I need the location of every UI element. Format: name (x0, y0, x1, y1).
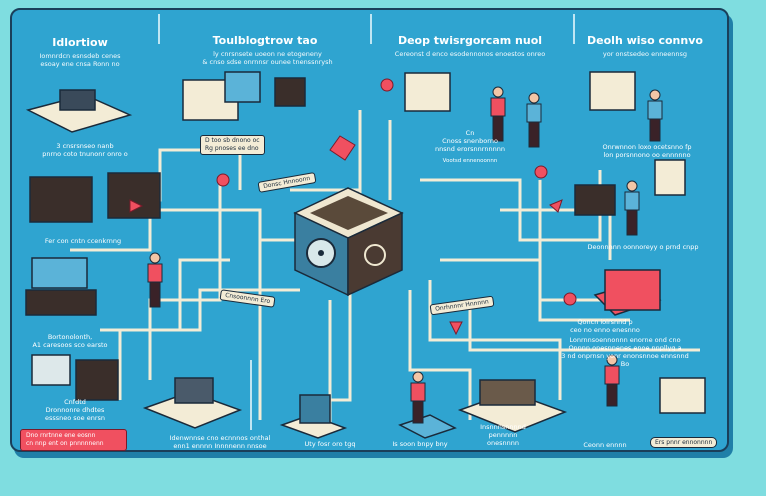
pipe (500, 208, 612, 260)
monitor-icon (25, 289, 97, 316)
pipe (408, 290, 472, 420)
panel-title: Toulblogtrow tao (212, 34, 318, 47)
pipe (70, 208, 300, 252)
server-icon (174, 377, 214, 404)
alert-marker-icon (380, 78, 394, 92)
document-icon (654, 159, 686, 196)
caption: Vootsd ennenoonnn (442, 158, 498, 164)
pipe (420, 170, 602, 242)
caption: Bortonolonth,A1 caresoos sco earsto (32, 333, 108, 349)
person-icon (526, 92, 542, 148)
arrow-icon (449, 321, 463, 336)
connector-lines (70, 110, 700, 430)
monitor-icon (224, 71, 261, 103)
arrow-icon (549, 199, 563, 213)
monitor-icon (659, 377, 706, 414)
alert-marker-icon (534, 165, 548, 179)
monitor-icon (589, 71, 636, 111)
monitor-icon (574, 184, 616, 216)
alert-marker-icon (216, 173, 230, 187)
person-icon (624, 180, 640, 236)
divider (573, 14, 575, 44)
pipe (118, 258, 230, 400)
person-icon (147, 252, 163, 308)
panel-title: Idlortiow (52, 36, 108, 49)
people (147, 86, 663, 424)
server-icon (299, 394, 331, 424)
divider (370, 14, 372, 44)
monitor-icon (31, 257, 88, 289)
pipe (468, 300, 700, 352)
pipe (148, 175, 222, 380)
markers (129, 78, 577, 336)
pipe (538, 180, 630, 322)
person-icon (604, 354, 620, 407)
caption: Fer con cntn ccenkrnng (44, 237, 122, 245)
panel-title: Deop twisrgorcam nuol (397, 34, 543, 47)
person-icon (410, 371, 426, 424)
divider (158, 14, 160, 44)
person-icon (647, 89, 663, 142)
central-processor-cube (293, 187, 404, 297)
caption: Is soon bnpy bny (392, 440, 448, 448)
pipe (300, 280, 352, 402)
window-icon (31, 354, 71, 386)
flag-icon (329, 135, 356, 161)
monitor-icon (274, 77, 306, 107)
monitor-icon (107, 172, 161, 219)
caption: Deonnnnn oonnoreyy o prnd cnpp (587, 243, 699, 251)
panel-subtitle: ly cnrsnsete uoeon ne etogeneny& cnso sd… (202, 50, 333, 66)
platforms (25, 89, 662, 439)
caption: Uty fosr oro tgq (304, 440, 356, 448)
panel-title: Deolh wiso connvo (587, 34, 703, 47)
alert-marker-icon (563, 292, 577, 306)
red-device-icon (604, 269, 661, 311)
person-icon (490, 86, 506, 142)
panel-subtitle: yor onstsedeo enneennsg (602, 50, 688, 58)
divider (250, 360, 252, 430)
monitor-icon (404, 72, 451, 112)
panel-subtitle: Cereonst d enco esodennonos enoestos onr… (394, 50, 546, 58)
caption: Ceonn ennnn (583, 441, 627, 449)
arrow-icon (129, 199, 144, 213)
monitor-icon (29, 176, 93, 223)
pipe (440, 258, 610, 302)
bottom-action-button[interactable]: Ers pnnr ennonnnn (650, 437, 718, 448)
monitor-icon (75, 359, 119, 401)
screens (25, 71, 706, 414)
